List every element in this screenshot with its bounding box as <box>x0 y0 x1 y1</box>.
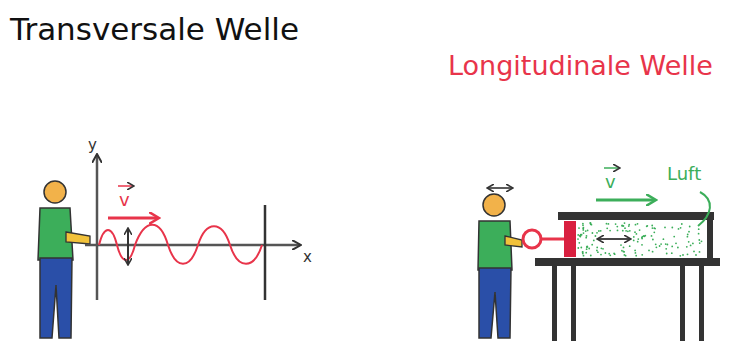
person-left <box>38 181 90 338</box>
table-leg <box>680 266 685 341</box>
transverse-wave <box>99 225 262 264</box>
ring-handle <box>523 230 541 248</box>
axis-label: y <box>88 138 97 153</box>
vector-label: v <box>605 173 616 191</box>
vector-mark <box>118 185 133 187</box>
velocity-arrow <box>596 199 655 202</box>
heading: Transversale Welle <box>10 14 299 45</box>
person-right <box>478 194 522 338</box>
y-axis <box>96 155 99 300</box>
velocity-arrow <box>108 217 158 220</box>
motion-arrow <box>488 187 512 189</box>
oscillation-arrow <box>127 229 129 264</box>
medium-label: Luft <box>667 165 701 183</box>
vector-label: v <box>119 191 130 209</box>
vector-mark <box>604 167 619 169</box>
table-leg <box>699 266 704 341</box>
table-leg <box>552 266 557 341</box>
air-particles <box>577 222 702 257</box>
table-top <box>535 258 720 266</box>
piston-rod <box>540 238 564 241</box>
tube-top <box>558 212 714 220</box>
oscillation-arrow <box>598 238 630 240</box>
piston <box>564 221 576 257</box>
wall <box>264 205 267 300</box>
leader-line <box>698 192 710 226</box>
tube-end <box>707 218 713 260</box>
axis-label: x <box>303 250 312 265</box>
table-leg <box>571 266 576 341</box>
heading: Longitudinale Welle <box>448 52 713 79</box>
